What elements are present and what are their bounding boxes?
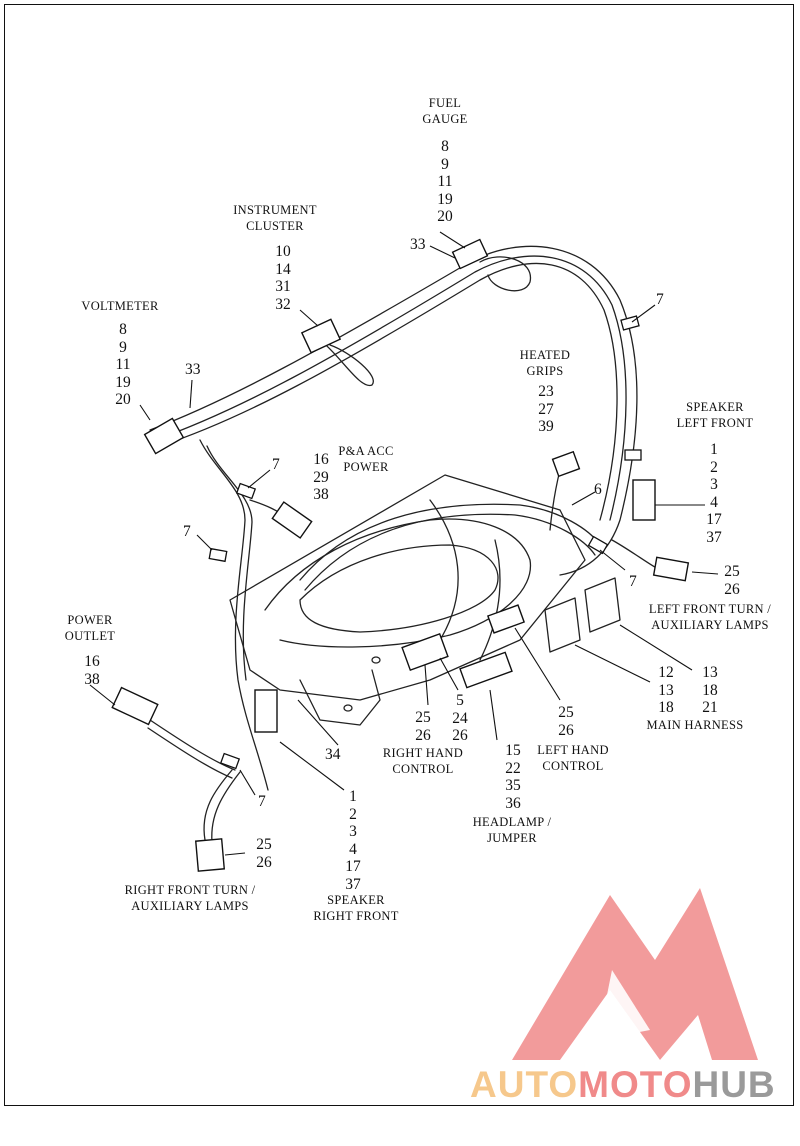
- parts-pa-acc-power: 16 29 38: [313, 451, 329, 503]
- parts-speaker-right-front: 1 2 3 4 17 37: [345, 788, 361, 893]
- parts-headlamp-jumper: 15 22 35 36: [505, 742, 521, 812]
- logo-text-auto: AUTO: [470, 1064, 579, 1105]
- label-left-front-turn: LEFT FRONT TURN / AUXILIARY LAMPS: [648, 602, 772, 632]
- label-speaker-left-front: SPEAKER LEFT FRONT: [676, 400, 754, 430]
- label-power-outlet: POWER OUTLET: [64, 613, 116, 643]
- logo-triangle-icon: [512, 888, 758, 1060]
- automotohub-logo: AUTOMOTOHUB: [470, 1064, 776, 1106]
- parts-instrument-cluster: 10 14 31 32: [275, 243, 291, 313]
- parts-right-front-turn: 25 26: [256, 836, 272, 871]
- callout-7-mid: 7: [272, 456, 280, 473]
- label-heated-grips: HEATED GRIPS: [519, 348, 571, 378]
- label-headlamp-jumper: HEADLAMP / JUMPER: [472, 815, 552, 845]
- label-voltmeter: VOLTMETER: [81, 299, 159, 313]
- parts-main-harness-a: 12 13 18: [658, 664, 674, 716]
- callout-33-top: 33: [410, 236, 426, 253]
- parts-right-hand-control-extra: 5 24 26: [452, 692, 468, 744]
- label-fuel-gauge: FUEL GAUGE: [422, 96, 468, 126]
- label-right-front-turn: RIGHT FRONT TURN / AUXILIARY LAMPS: [124, 883, 256, 913]
- label-pa-acc-power: P&A ACC POWER: [338, 444, 394, 474]
- parts-main-harness-b: 13 18 21: [702, 664, 718, 716]
- label-left-hand-control: LEFT HAND CONTROL: [537, 743, 609, 773]
- callout-7-right-low: 7: [629, 573, 637, 590]
- callout-33-left: 33: [185, 361, 201, 378]
- page-border: [4, 4, 794, 1106]
- callout-34: 34: [325, 746, 341, 763]
- parts-right-hand-control: 25 26: [415, 709, 431, 744]
- callout-7-left: 7: [183, 523, 191, 540]
- parts-left-hand-control: 25 26: [558, 704, 574, 739]
- parts-left-front-turn: 25 26: [724, 563, 740, 598]
- parts-power-outlet: 16 38: [84, 653, 100, 688]
- parts-fuel-gauge: 8 9 11 19 20: [437, 138, 453, 225]
- label-speaker-right-front: SPEAKER RIGHT FRONT: [313, 893, 399, 923]
- logo-text-moto: MOTO: [578, 1064, 693, 1105]
- label-main-harness: MAIN HARNESS: [646, 718, 744, 732]
- logo-text-hub: HUB: [692, 1064, 776, 1105]
- label-instrument-cluster: INSTRUMENT CLUSTER: [233, 203, 317, 233]
- label-right-hand-control: RIGHT HAND CONTROL: [382, 746, 464, 776]
- callout-7-top-right: 7: [656, 291, 664, 308]
- callout-6: 6: [594, 481, 602, 498]
- parts-heated-grips: 23 27 39: [538, 383, 554, 435]
- callout-7-bottom: 7: [258, 793, 266, 810]
- parts-speaker-left-front: 1 2 3 4 17 37: [706, 441, 722, 546]
- parts-voltmeter: 8 9 11 19 20: [115, 321, 131, 408]
